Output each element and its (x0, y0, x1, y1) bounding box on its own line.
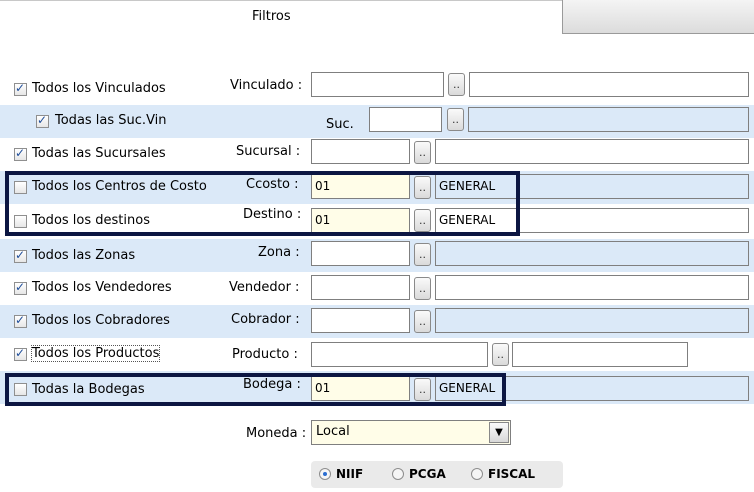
field-label-moneda: Moneda : (246, 426, 307, 441)
header-divider (0, 0, 562, 1)
producto-code-input[interactable] (311, 342, 488, 367)
checkbox-todos-centros-costo[interactable] (14, 181, 27, 194)
filter-row-vinculado: Todos los Vinculados Vinculado : .. (0, 72, 754, 105)
radio-pcga[interactable] (392, 468, 404, 480)
bodega-desc-input[interactable]: GENERAL (435, 376, 749, 401)
zona-desc-input[interactable] (435, 241, 749, 266)
field-label-ccosto: Ccosto : (246, 177, 299, 192)
checkbox-label: Todos los Vendedores (32, 280, 172, 295)
sucursal-browse-button[interactable]: .. (414, 141, 431, 164)
bodega-browse-button[interactable]: .. (414, 378, 431, 401)
field-label-bodega: Bodega : (243, 377, 301, 392)
filter-row-producto: Todos los Productos Producto : .. (0, 338, 754, 371)
radio-niif[interactable] (319, 468, 331, 480)
filter-row-vendedor: Todos los Vendedores Vendedor : .. (0, 272, 754, 305)
sucursal-code-input[interactable] (311, 139, 410, 164)
header-panel (562, 0, 754, 34)
field-label-vinculado: Vinculado : (230, 78, 303, 93)
checkbox-todos-vendedores[interactable] (14, 280, 27, 295)
filter-row-zona: Todos las Zonas Zona : .. (0, 239, 754, 272)
bodega-code-input[interactable]: 01 (311, 376, 410, 401)
radio-label-pcga: PCGA (409, 467, 446, 481)
checkbox-label: Todas la Bodegas (32, 382, 145, 397)
checkbox-todos-cobradores[interactable] (14, 313, 27, 328)
vendedor-code-input[interactable] (311, 275, 410, 300)
accounting-standard-radio-group: NIIF PCGA FISCAL (311, 461, 563, 488)
ccosto-desc-input[interactable]: GENERAL (435, 174, 749, 199)
ccosto-code-input[interactable]: 01 (311, 174, 410, 199)
field-label-sucursal: Sucursal : (236, 144, 301, 159)
ccosto-browse-button[interactable]: .. (414, 176, 431, 199)
vendedor-desc-input[interactable] (435, 275, 749, 300)
suc-browse-button[interactable]: .. (447, 108, 464, 131)
checkbox-label: Todas las Suc.Vin (55, 113, 167, 128)
cobrador-code-input[interactable] (311, 308, 410, 333)
field-label-producto: Producto : (232, 347, 298, 362)
field-label-vendedor: Vendedor : (229, 280, 300, 295)
checkbox-todas-suc-vin[interactable] (36, 113, 49, 128)
zona-browse-button[interactable]: .. (414, 243, 431, 266)
filter-row-suc-vin: Todas las Suc.Vin Suc. .. (0, 105, 754, 138)
producto-browse-button[interactable]: .. (492, 343, 509, 366)
checkbox-label: Todas las Sucursales (32, 146, 166, 161)
cobrador-desc-input[interactable] (435, 308, 749, 333)
checkbox-label: Todos los Centros de Costo (32, 179, 207, 194)
vendedor-browse-button[interactable]: .. (414, 277, 431, 300)
filter-row-destino: Todos los destinos Destino : 01 .. GENER… (0, 204, 754, 237)
checkbox-todos-zonas[interactable] (14, 248, 27, 263)
checkbox-todas-sucursales[interactable] (14, 146, 27, 161)
destino-code-input[interactable]: 01 (311, 208, 410, 233)
field-label-suc: Suc. (326, 117, 354, 132)
checkbox-label: Todos los Cobradores (32, 313, 170, 328)
filter-row-ccosto: Todos los Centros de Costo Ccosto : 01 .… (0, 171, 754, 204)
destino-browse-button[interactable]: .. (414, 209, 431, 232)
checkbox-todos-vinculados[interactable] (14, 81, 27, 96)
producto-desc-input[interactable] (512, 342, 688, 367)
sucursal-desc-input[interactable] (435, 139, 749, 164)
checkbox-todos-productos[interactable] (14, 346, 27, 361)
checkbox-label: Todos los Productos (30, 345, 161, 362)
dropdown-arrow-icon[interactable]: ▼ (489, 422, 509, 443)
destino-desc-input[interactable]: GENERAL (435, 208, 749, 233)
cobrador-browse-button[interactable]: .. (414, 310, 431, 333)
field-label-zona: Zona : (258, 245, 300, 260)
checkbox-label: Todos los Vinculados (32, 81, 166, 96)
moneda-select[interactable]: Local ▼ (311, 420, 511, 445)
zona-code-input[interactable] (311, 241, 410, 266)
filter-row-sucursal: Todas las Sucursales Sucursal : .. (0, 138, 754, 171)
filter-row-bodega: Todas la Bodegas Bodega : 01 .. GENERAL (0, 371, 754, 404)
vinculado-browse-button[interactable]: .. (448, 73, 465, 96)
filter-row-cobrador: Todos los Cobradores Cobrador : .. (0, 305, 754, 338)
vinculado-code-input[interactable] (311, 72, 444, 97)
page-title: Filtros (252, 9, 291, 24)
checkbox-todas-bodegas[interactable] (14, 383, 27, 396)
radio-label-fiscal: FISCAL (488, 467, 536, 481)
field-label-destino: Destino : (243, 207, 302, 222)
checkbox-todos-destinos[interactable] (14, 215, 27, 228)
suc-code-input[interactable] (369, 107, 442, 132)
checkbox-label: Todos las Zonas (32, 248, 136, 263)
suc-desc-input[interactable] (468, 107, 749, 132)
radio-fiscal[interactable] (471, 468, 483, 480)
radio-label-niif: NIIF (336, 467, 364, 481)
vinculado-desc-input[interactable] (469, 72, 749, 97)
moneda-selected-value: Local (316, 424, 350, 439)
field-label-cobrador: Cobrador : (231, 312, 300, 327)
checkbox-label: Todos los destinos (32, 213, 150, 228)
